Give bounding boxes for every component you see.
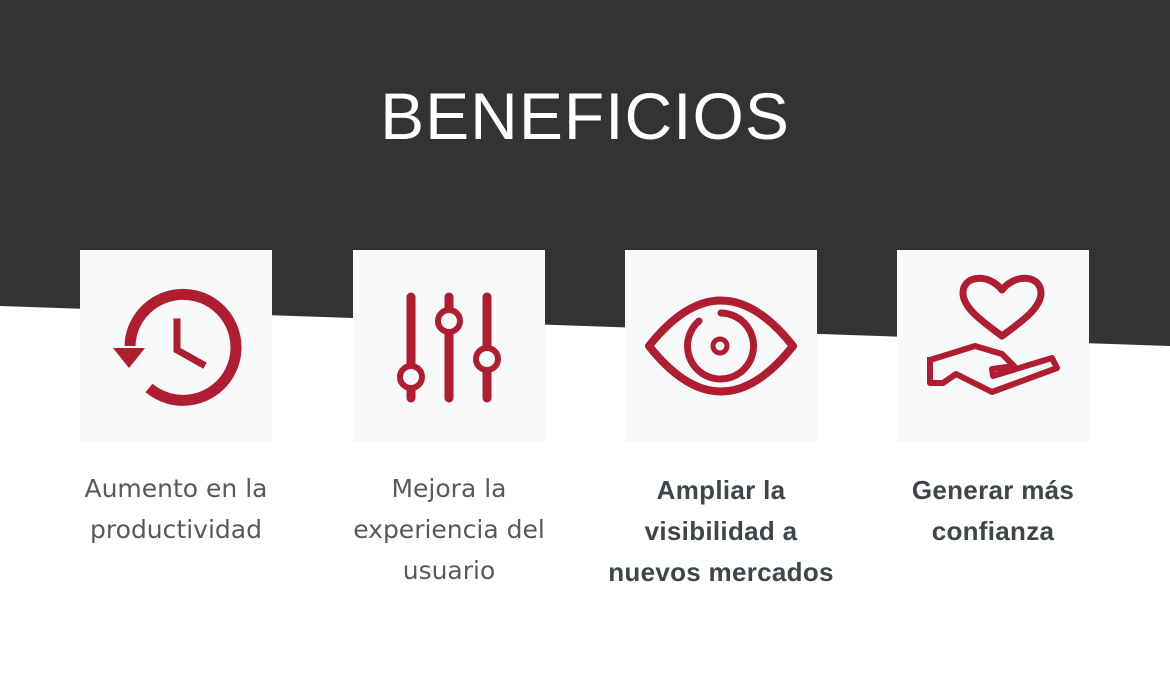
benefit-card-productivity bbox=[80, 250, 272, 442]
sliders-icon bbox=[397, 292, 501, 403]
benefit-caption-trust: Generar más confianza bbox=[911, 475, 1075, 546]
heart-hand-icon bbox=[927, 274, 1060, 395]
benefit-card-visibility bbox=[625, 250, 817, 442]
page-title: BENEFICIOS bbox=[380, 79, 790, 153]
eye-icon bbox=[645, 296, 797, 396]
history-clock-icon bbox=[113, 288, 242, 406]
benefit-card-trust bbox=[897, 250, 1089, 442]
benefit-caption-productivity: Aumento en la productividad bbox=[84, 474, 268, 544]
benefit-caption-visibility: Ampliar la visibilidad a nuevos mercados bbox=[608, 475, 834, 587]
benefit-card-user-experience bbox=[353, 250, 545, 442]
benefit-caption-user-experience: Mejora la experiencia del usuario bbox=[353, 474, 545, 585]
